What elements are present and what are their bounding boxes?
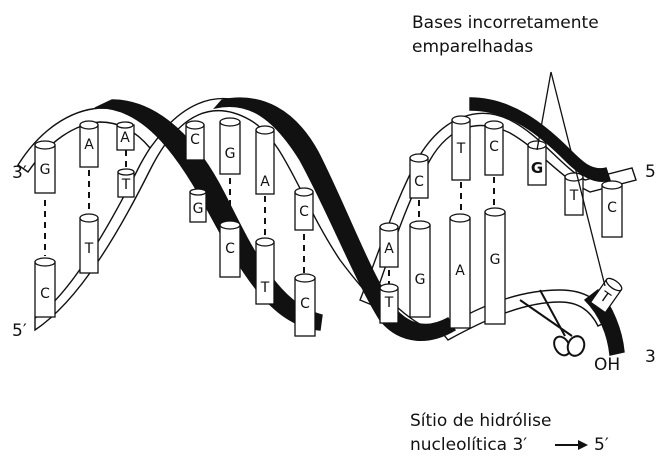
lower-base-4-label: C: [225, 241, 235, 257]
lower-base-1: C: [35, 258, 55, 317]
upper-base-12-label: T: [569, 188, 579, 204]
mismatched-base-label: G: [531, 159, 543, 177]
lower-base-7-label: A: [455, 263, 465, 279]
top-left-end-label: 3′: [12, 163, 27, 183]
oh-group-label: OH: [594, 355, 620, 375]
lower-base-4: C: [220, 221, 240, 277]
upper-base-4: C: [186, 121, 204, 160]
upper-base-a-mid: A: [256, 126, 274, 194]
upper-base-2: A: [80, 121, 98, 167]
lower-base-1-label: C: [40, 286, 50, 302]
upper-base-10-label: C: [299, 204, 309, 220]
upper-base-6-label: T: [456, 141, 466, 157]
upper-base-7: C: [485, 121, 503, 175]
upper-base-8-label: C: [414, 174, 424, 190]
upper-base-13: C: [602, 181, 622, 237]
lower-base-7: A: [450, 214, 470, 328]
upper-base-7-label: C: [489, 139, 499, 155]
bottom-left-end-label: 5′: [12, 321, 27, 341]
upper-base-3: A: [117, 122, 134, 150]
lower-base-9: G: [410, 221, 430, 317]
direction-arrow-icon: [555, 440, 588, 450]
upper-base-5-label: G: [225, 146, 236, 162]
lower-base-10-label: G: [490, 252, 501, 268]
upper-base-9: T: [118, 169, 134, 197]
lower-base-8-label: T: [384, 295, 394, 311]
upper-base-5: G: [220, 118, 240, 174]
upper-base-10: C: [295, 188, 313, 230]
hydrolysis-site-line1: Sítio de hidrólise: [410, 411, 551, 431]
lower-base-6: C: [295, 274, 315, 336]
lower-base-10: G: [485, 208, 505, 324]
upper-base-9-label: T: [121, 177, 131, 193]
hydrolysis-site-line2-prefix: nucleolítica 3′: [410, 435, 527, 455]
upper-base-3-label: A: [120, 130, 130, 146]
lower-base-5: T: [256, 238, 274, 304]
lower-base-2-label: T: [84, 241, 94, 257]
lower-base-3: G: [190, 189, 206, 222]
upper-base-12: T: [565, 173, 583, 215]
upper-base-1-label: G: [40, 162, 51, 178]
mismatch-label-line1: Bases incorretamente: [412, 13, 599, 33]
upper-base-1: G: [35, 141, 55, 193]
lower-base-9-label: G: [415, 272, 426, 288]
upper-base-a-right-label: A: [384, 241, 394, 257]
upper-base-2-label: A: [84, 137, 94, 153]
top-right-end-label: 5: [645, 162, 656, 182]
lower-base-6-label: C: [300, 296, 310, 312]
upper-base-13-label: C: [607, 200, 617, 216]
upper-base-a-mid-label: A: [260, 174, 270, 190]
lower-base-8: T: [380, 284, 398, 323]
upper-base-a-right: A: [380, 223, 398, 267]
upper-base-8: C: [410, 154, 428, 198]
mismatch-label-line2: emparelhadas: [412, 37, 533, 57]
lower-base-2: T: [80, 214, 98, 273]
lower-base-5-label: T: [260, 280, 270, 296]
hydrolysis-site-line2-suffix: 5′: [594, 435, 609, 455]
bottom-right-end-label: 3: [645, 347, 656, 367]
upper-base-6: T: [452, 116, 470, 180]
upper-base-4-label: C: [190, 132, 200, 148]
lower-base-3-label: G: [193, 201, 204, 217]
